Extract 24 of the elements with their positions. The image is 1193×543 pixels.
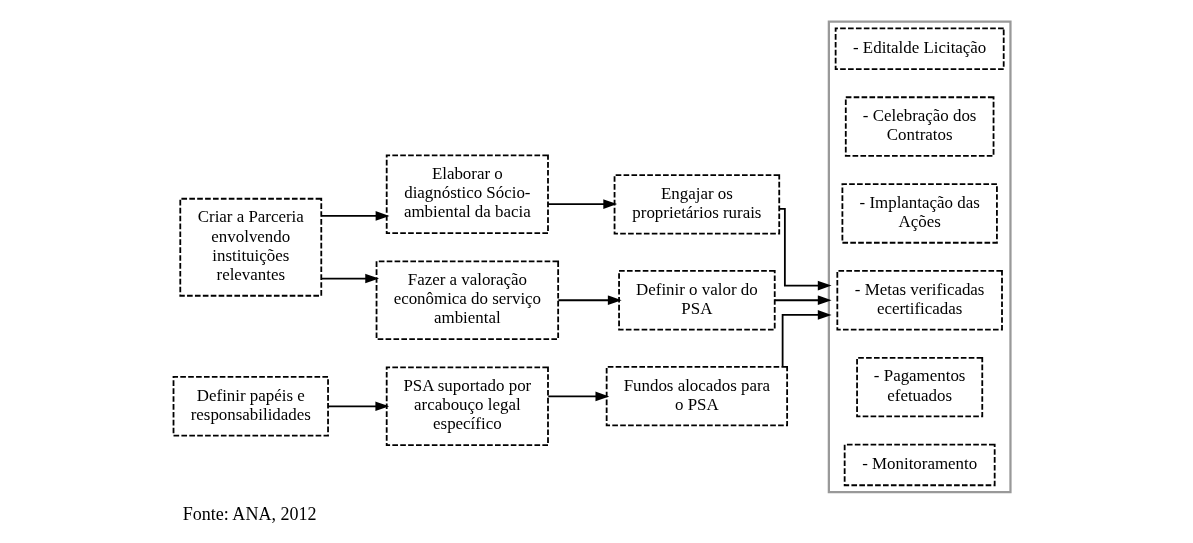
- node-box: - Celebração dos Contratos: [844, 96, 995, 157]
- arrow: [320, 273, 380, 284]
- node-box: Criar a Parceria envolvendo instituições relevantes: [179, 197, 323, 297]
- caption: Fonte: ANA, 2012: [182, 503, 317, 524]
- arrow: [547, 391, 610, 402]
- arrow: [547, 199, 618, 209]
- node-box: - Pagamentos efetuados: [856, 356, 984, 418]
- node-box: - Monitoramento: [843, 443, 996, 487]
- arrow: [773, 295, 832, 306]
- node-box: Fundos alocados para o PSA: [605, 365, 789, 427]
- cluster: [827, 20, 1012, 494]
- node-box: PSA suportado por arcabouço legal específico: [385, 366, 549, 447]
- arrow: [557, 295, 622, 306]
- node-box: - Implantação das Ações: [841, 183, 998, 244]
- node-box: Elaborar o diagnóstico Sócio-ambiental da bacia: [385, 154, 549, 235]
- arrow: [781, 310, 832, 368]
- arrow: [327, 401, 390, 412]
- node-box: Definir o valor do PSA: [618, 270, 776, 331]
- node-box: - Editalde Licitação: [834, 27, 1005, 70]
- node-box: Fazer a valoração econômica do serviço ambiental: [375, 260, 560, 341]
- node-box: Engajar os proprietários rurais: [613, 174, 781, 235]
- arrow: [320, 211, 390, 221]
- node-box: - Metas verificadas ecertificadas: [836, 270, 1003, 331]
- node-box: Definir papéis e responsabilidades: [172, 376, 329, 437]
